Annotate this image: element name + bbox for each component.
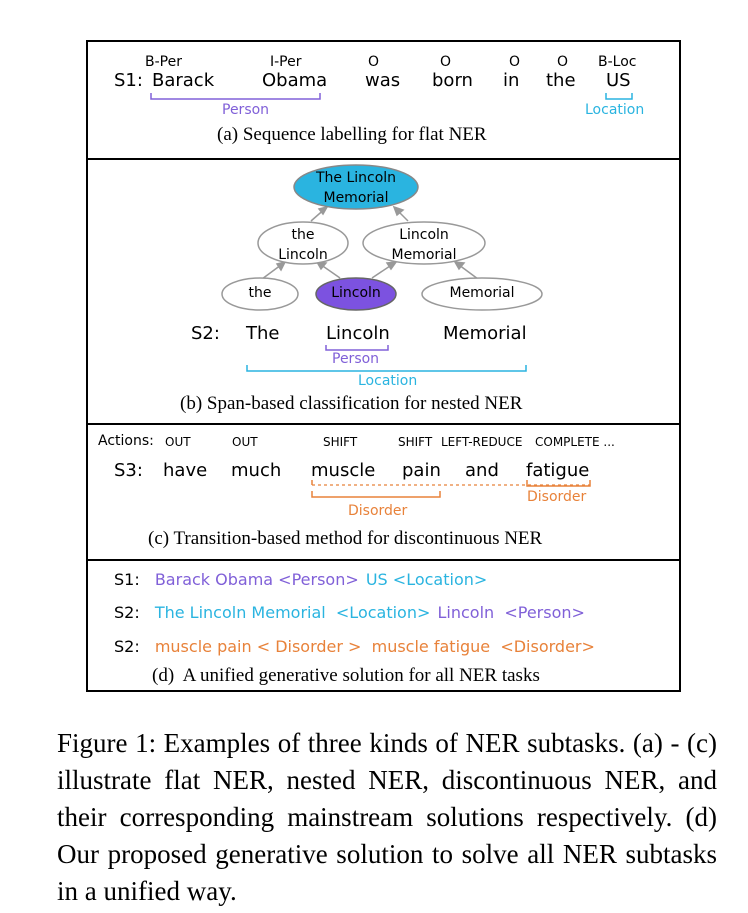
arrowhead xyxy=(275,260,287,272)
location-label: Location xyxy=(585,102,645,118)
disorder-bracket-fatigue xyxy=(526,480,591,487)
actions-label: Actions: xyxy=(98,433,154,449)
tag-i-per: I-Per xyxy=(270,54,302,70)
tag-o: O xyxy=(557,54,569,70)
node-label-lincoln: Lincoln xyxy=(331,285,381,301)
disorder-label-pain: Disorder xyxy=(348,503,408,519)
word-muscle: muscle xyxy=(311,460,376,481)
person-bracket xyxy=(150,93,321,100)
row-label-s1: S1: xyxy=(114,70,143,91)
node-the-lincoln xyxy=(257,221,349,265)
disorder-bracket-muscle-pain xyxy=(311,491,441,498)
location-bracket xyxy=(246,365,527,372)
tag-b-loc: B-Loc xyxy=(598,54,637,70)
node-memorial xyxy=(421,277,543,311)
node-label-memorial: Memorial xyxy=(449,285,515,301)
word-memorial: Memorial xyxy=(443,323,527,344)
panel-divider xyxy=(88,559,679,561)
action-complete: COMPLETE ... xyxy=(535,435,615,449)
node-the xyxy=(221,277,299,311)
location-bracket xyxy=(605,93,633,100)
tag-o: O xyxy=(368,54,380,70)
word-fatigue: fatigue xyxy=(526,460,590,481)
tag-b-per: B-Per xyxy=(145,54,182,70)
action-left-reduce: LEFT-REDUCE xyxy=(441,435,523,449)
word-us: US xyxy=(606,70,631,91)
word-the: The xyxy=(246,323,280,344)
word-lincoln: Lincoln xyxy=(326,323,390,344)
action-shift: SHIFT xyxy=(323,435,358,449)
panel-c-caption: (c) Transition-based method for disconti… xyxy=(148,528,543,549)
arrowhead xyxy=(392,205,405,217)
person-bracket xyxy=(325,345,389,351)
arrowhead xyxy=(453,261,466,271)
action-out: OUT xyxy=(165,435,191,449)
person-label: Person xyxy=(222,102,270,118)
row-label-s2: S2: xyxy=(191,323,220,344)
arrowhead xyxy=(385,261,398,271)
action-out: OUT xyxy=(232,435,258,449)
node-label-the: the xyxy=(248,285,272,301)
node-the-lincoln-memorial xyxy=(293,164,419,210)
node-lincoln-memorial xyxy=(362,221,486,265)
word-have: have xyxy=(163,460,208,481)
action-shift: SHIFT xyxy=(398,435,433,449)
panel-divider xyxy=(88,423,679,425)
tag-o: O xyxy=(509,54,521,70)
panel-d-caption: (d) A unified generative solution for al… xyxy=(152,665,540,686)
figure-frame xyxy=(86,40,681,692)
word-was: was xyxy=(365,70,401,91)
panel-divider xyxy=(88,158,679,160)
panel-d-line-1: S1: Barack Obama <Person> US <Location> xyxy=(114,570,488,589)
panel-b-caption: (b) Span-based classification for nested… xyxy=(180,393,523,414)
row-label-s3: S3: xyxy=(114,460,143,481)
panel-d-line-3: S2: muscle pain < Disorder > muscle fati… xyxy=(114,637,595,656)
location-label: Location xyxy=(358,373,418,389)
disorder-label-fatigue: Disorder xyxy=(527,489,587,505)
word-born: born xyxy=(432,70,473,91)
tag-o: O xyxy=(440,54,452,70)
panel-d-line-2: S2: The Lincoln Memorial <Location> Linc… xyxy=(114,603,585,622)
word-pain: pain xyxy=(402,460,441,481)
person-label: Person xyxy=(332,351,380,367)
word-in: in xyxy=(503,70,520,91)
figure-caption: Figure 1: Examples of three kinds of NER… xyxy=(57,728,717,906)
word-obama: Obama xyxy=(262,70,328,91)
panel-a-caption: (a) Sequence labelling for flat NER xyxy=(217,124,487,145)
word-the: the xyxy=(546,70,576,91)
word-barack: Barack xyxy=(152,70,215,91)
word-and: and xyxy=(465,460,499,481)
word-much: much xyxy=(231,460,282,481)
arrowhead xyxy=(317,205,329,216)
node-lincoln xyxy=(315,277,397,311)
